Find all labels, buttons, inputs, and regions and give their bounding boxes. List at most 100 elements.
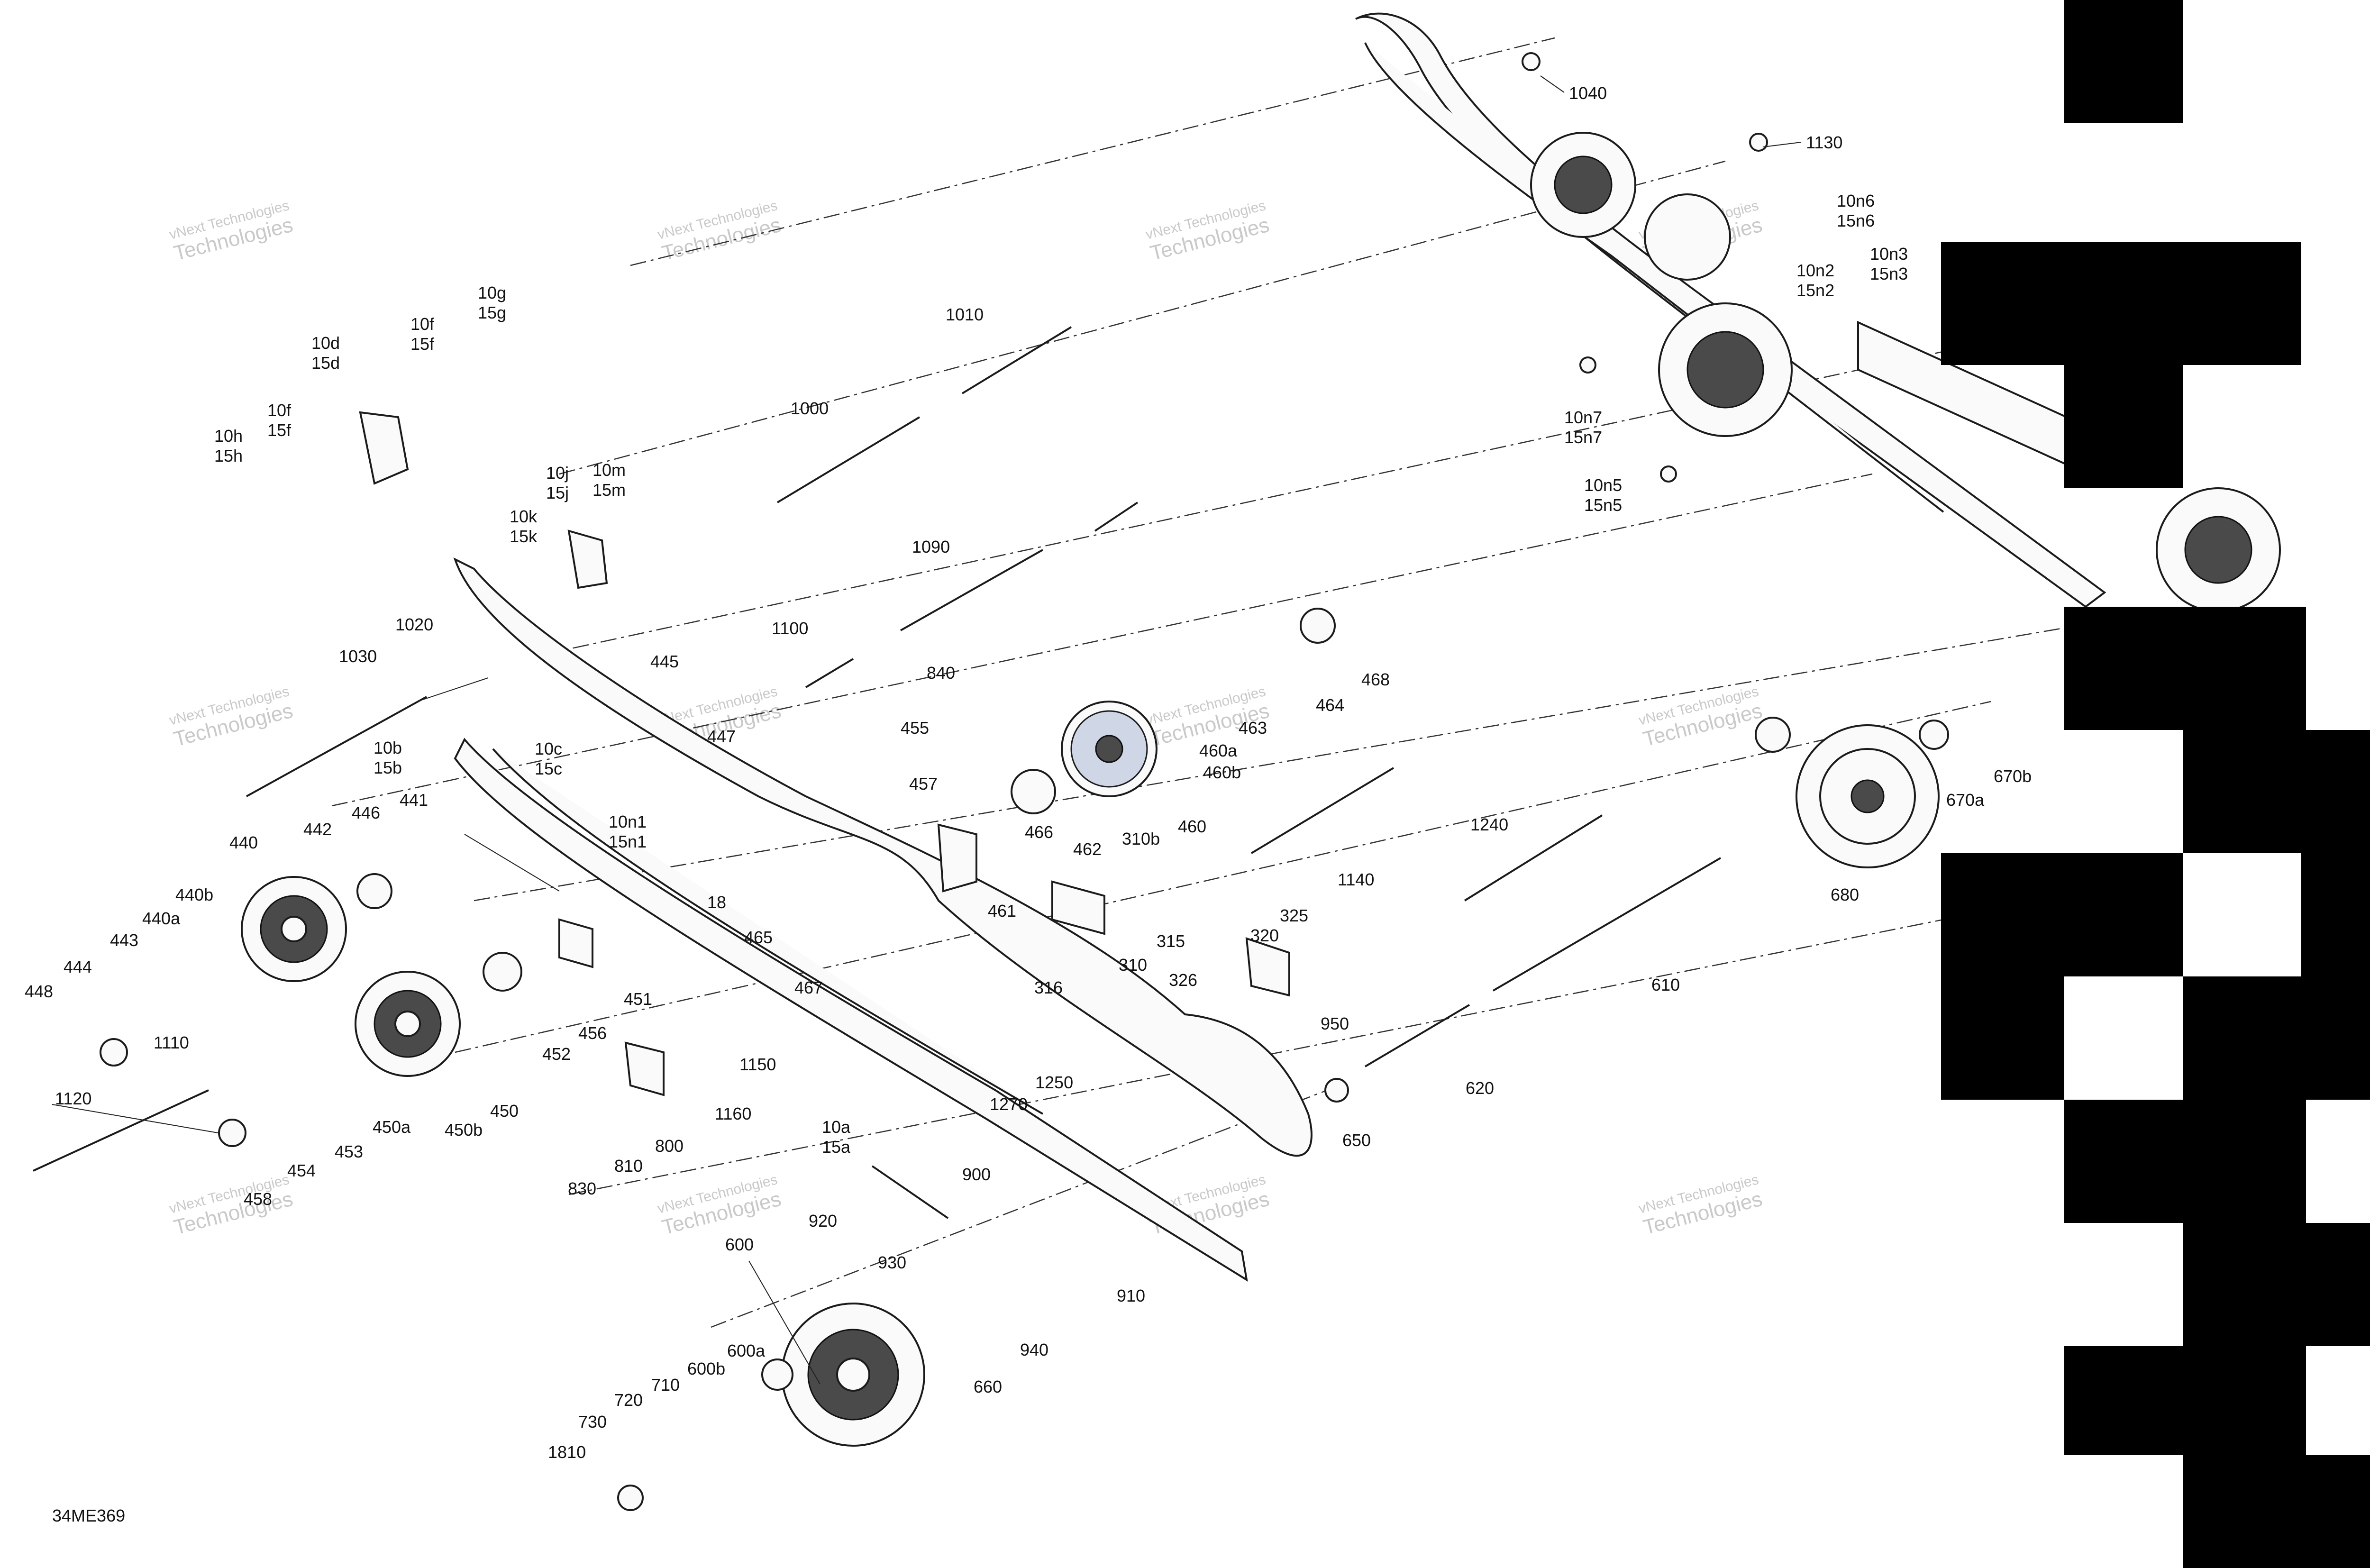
part-label: 464 [1316,695,1344,715]
part-label: 15n5 [1584,495,1622,515]
part-label: 325 [1280,906,1308,925]
part-label: 450 [490,1101,519,1121]
part-label: 316 [1034,978,1063,997]
part-label: 620 [1466,1078,1494,1098]
part-label: 326 [1169,970,1197,990]
wheel-460 [1061,701,1158,797]
part-label: 440a [142,909,181,928]
part-label: 467 [794,978,823,997]
part-label: 1000 [791,399,829,418]
part-label: 10h [214,426,243,446]
part-label: 454 [287,1161,316,1180]
part-label: 1100 [772,619,808,638]
wheel-450 [355,971,461,1077]
part-label: 1150 [739,1055,776,1074]
part-label: 710 [651,1375,680,1395]
part-label: 15f [267,420,292,440]
part-label: 10b [374,738,402,757]
part-label: 660 [974,1377,1002,1396]
part-label: 1030 [339,647,377,666]
part-label: 452 [542,1044,571,1064]
part-label: 10n6 [1837,191,1875,210]
part-label: 451 [624,989,652,1009]
part-label: 442 [303,820,332,839]
part-label: 15f [410,334,435,354]
part-label: 670a [1946,790,1985,810]
part-label: 10n2 [1796,261,1834,280]
part-label: 940 [1020,1340,1048,1359]
part-label: 720 [614,1390,643,1410]
part-label: 15n6 [1837,211,1875,230]
part-label: 15m [592,480,626,500]
part-label: 10g [478,283,506,302]
part-label: 460 [1178,817,1206,836]
part-label: 830 [568,1179,596,1198]
part-label: 15d [311,353,340,373]
part-label: 1250 [1035,1073,1073,1092]
part-label: 10n1 [609,812,647,831]
part-label: 10d [311,333,340,353]
part-label: 810 [614,1156,643,1176]
part-label: 650 [1342,1130,1371,1150]
part-label: 10m [592,460,626,480]
part-label: 320 [1250,926,1279,945]
shafts [33,326,1722,1219]
part-label: 447 [707,727,736,746]
part-label: 448 [25,982,53,1001]
part-label: 1240 [1470,815,1508,834]
wheel-600 [781,1303,925,1447]
part-label: 441 [400,790,428,810]
wheels [241,701,1940,1447]
part-label: 10n7 [1564,408,1602,427]
part-label: 15h [214,446,243,465]
part-label: 445 [650,652,679,671]
part-label: 10n5 [1584,475,1622,495]
part-label: 10n3 [1870,244,1908,264]
part-label: 1120 [55,1089,91,1108]
upper-rail-assembly [1355,12,2281,612]
part-label: 10c [535,739,562,758]
part-label: 10a [822,1117,851,1137]
part-label: 310 [1119,955,1147,975]
part-label: 440 [229,833,258,852]
hardware [100,52,1949,1511]
part-label: 680 [1831,885,1859,904]
part-labels: 1040 1130 10n6 15n6 10n3 15n3 10n2 15n2 … [25,83,2032,1462]
part-label: 730 [578,1412,607,1431]
part-label: 800 [655,1136,684,1156]
part-label: 310b [1122,829,1160,848]
part-label: 600 [725,1235,754,1254]
part-label: 600a [727,1341,766,1360]
part-label: 900 [962,1165,991,1184]
leader-lines [52,75,1802,1385]
part-label: 15n2 [1796,281,1834,300]
part-label: 15g [478,303,506,322]
part-label: 456 [578,1023,607,1043]
part-label: 462 [1073,839,1102,859]
checker-band [1941,0,2370,1568]
part-label: 465 [744,928,773,947]
lower-rail [453,557,1313,1282]
part-label: 15k [510,527,538,546]
part-label: 10j [546,463,569,483]
part-label: 600b [687,1359,725,1378]
part-label: 1010 [946,305,984,324]
part-label: 1130 [1806,133,1842,152]
part-label: 15b [374,758,402,777]
part-label: 1810 [548,1442,586,1462]
part-label: 10k [510,507,538,526]
part-label: 315 [1157,931,1185,951]
part-label: 840 [927,663,955,683]
part-label: 455 [901,718,929,738]
part-label: 1110 [154,1033,189,1052]
figure-code: 34ME369 [52,1506,125,1525]
part-label: 450a [373,1117,411,1137]
part-label: 15j [546,483,569,502]
part-label: 457 [909,774,938,793]
part-label: 468 [1361,670,1390,689]
part-label: 1040 [1569,83,1607,103]
part-label: 460a [1199,741,1238,760]
part-label: 670b [1994,766,2032,786]
part-label: 443 [110,930,138,950]
part-label: 950 [1321,1014,1349,1033]
